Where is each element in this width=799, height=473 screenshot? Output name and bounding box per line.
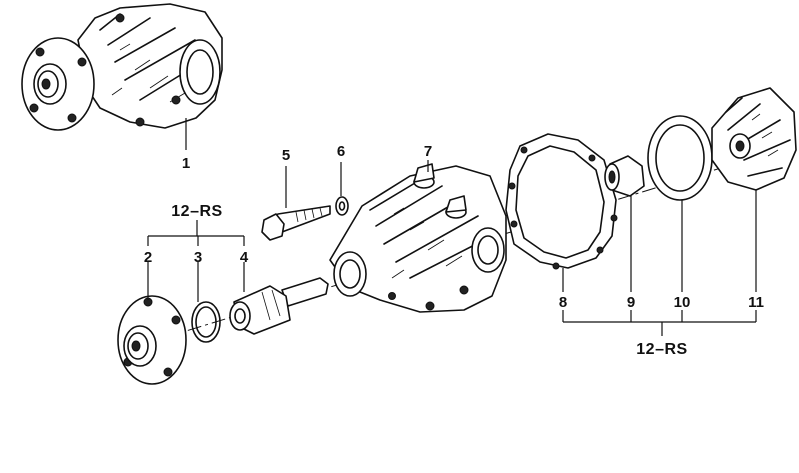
seal (604, 155, 645, 292)
bolt (261, 166, 331, 241)
callout-5: 5 (282, 147, 290, 164)
callout-4: 4 (240, 249, 249, 266)
pump-housing (329, 160, 507, 313)
sealing-ring (647, 115, 713, 292)
callout-11: 11 (748, 294, 764, 311)
gasket (505, 133, 618, 292)
right-kit-bracket (562, 310, 757, 336)
callout-7: 7 (424, 143, 432, 160)
kit-label-left: 12–RS (171, 203, 222, 220)
impeller (711, 87, 797, 292)
kit-label-right: 12–RS (636, 341, 687, 358)
water-pump-assembly (21, 3, 223, 150)
callout-6: 6 (337, 143, 345, 160)
callout-1: 1 (182, 155, 190, 172)
bearing-shaft (229, 262, 329, 335)
callout-3: 3 (194, 249, 202, 266)
callout-2: 2 (144, 249, 152, 266)
left-kit-bracket (147, 220, 245, 246)
callout-10: 10 (674, 294, 691, 311)
washer (335, 162, 349, 216)
hub-flange (117, 262, 187, 385)
snap-ring (191, 262, 221, 343)
callout-9: 9 (627, 294, 635, 311)
callout-8: 8 (559, 294, 567, 311)
